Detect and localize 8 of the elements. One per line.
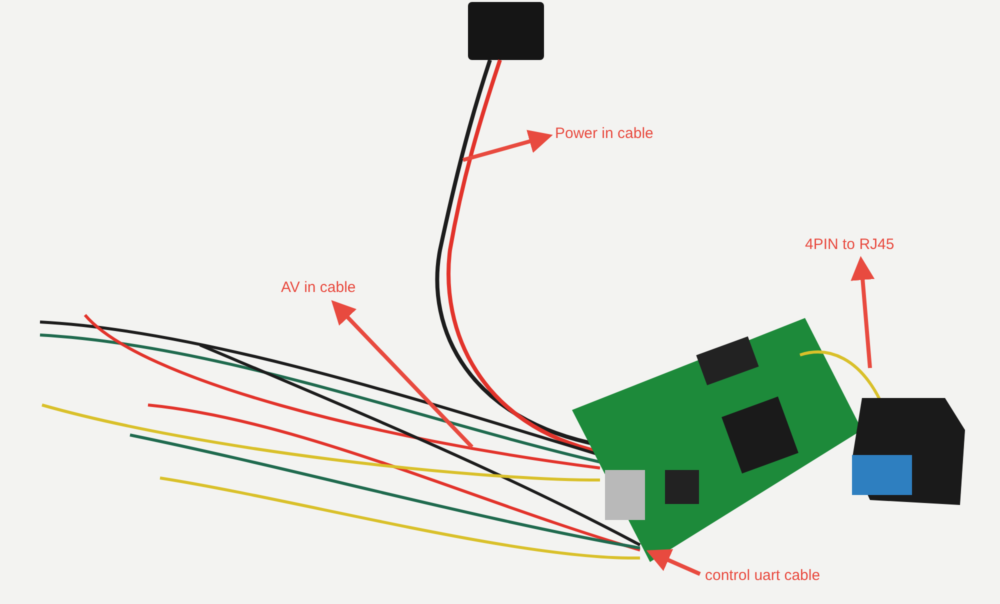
callout-label: AV in cable — [281, 279, 356, 297]
callout-label: control uart cable — [705, 567, 820, 585]
callout-label: 4PIN to RJ45 — [805, 236, 894, 254]
leader-line — [646, 549, 701, 576]
leader-line — [462, 130, 553, 162]
callout-label: Power in cable — [555, 125, 654, 143]
leader-line — [850, 256, 875, 368]
leader-line — [331, 300, 474, 448]
